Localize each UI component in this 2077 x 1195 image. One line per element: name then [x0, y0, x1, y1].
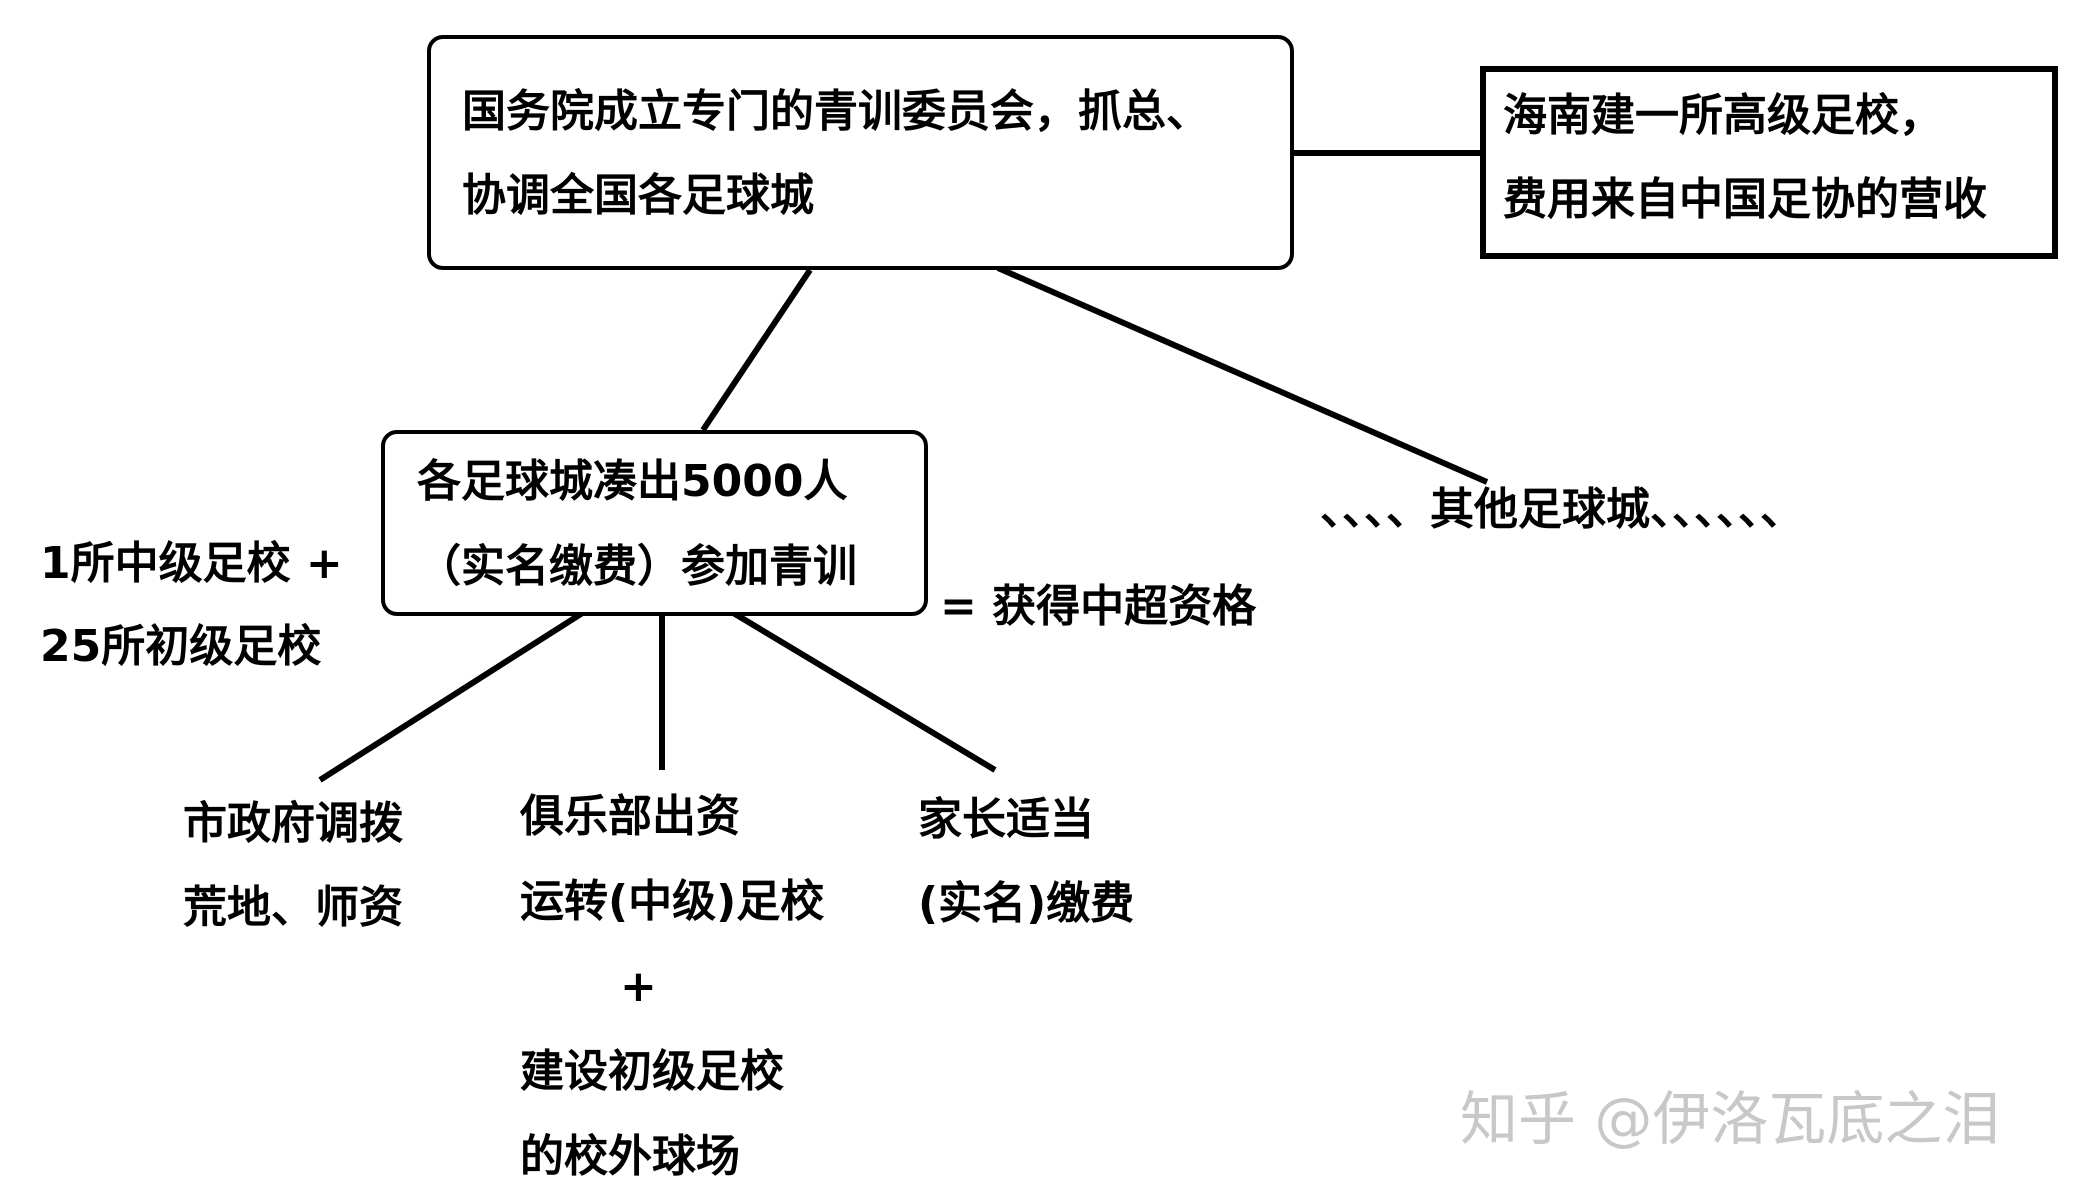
line-top-to-others [996, 265, 1489, 485]
football-city-box [381, 430, 928, 616]
top-committee-box [427, 35, 1294, 270]
hainan-school-box [1480, 66, 2058, 259]
top-committee-line1: 国务院成立专门的青训委员会，抓总、 [462, 86, 1210, 137]
line-city-to-parents [718, 602, 997, 773]
government-branch-line2: 荒地、师资 [183, 882, 403, 933]
club-branch-line3: 建设初级足校 [520, 1046, 784, 1097]
hainan-school-line1: 海南建一所高级足校， [1503, 90, 1943, 141]
club-branch-line4: 的校外球场 [520, 1131, 740, 1182]
parents-branch-line1: 家长适当 [918, 794, 1094, 845]
left-schools-line2: 25所初级足校 [40, 621, 322, 672]
zhihu-watermark: 知乎 @伊洛瓦底之泪 [1460, 1085, 2001, 1153]
line-top-to-city [700, 268, 813, 432]
club-branch-line1: 俱乐部出资 [520, 791, 740, 842]
government-branch-line1: 市政府调拨 [183, 798, 403, 849]
other-cities-label: 、、、、其他足球城、、、、、、 [1320, 484, 1804, 535]
club-branch-plus: + [620, 961, 657, 1012]
line-city-to-government [318, 602, 597, 783]
club-branch-line2: 运转(中级)足校 [520, 876, 825, 927]
left-schools-line1: 1所中级足校 + [40, 538, 343, 589]
csl-qualification-label: = 获得中超资格 [940, 581, 1257, 632]
parents-branch-line2: (实名)缴费 [918, 878, 1135, 929]
hainan-school-line2: 费用来自中国足协的营收 [1503, 174, 1987, 225]
top-committee-line2: 协调全国各足球城 [462, 170, 814, 221]
football-city-line1: 各足球城凑出5000人 [417, 456, 848, 507]
football-city-line2: （实名缴费）参加青训 [417, 541, 857, 592]
